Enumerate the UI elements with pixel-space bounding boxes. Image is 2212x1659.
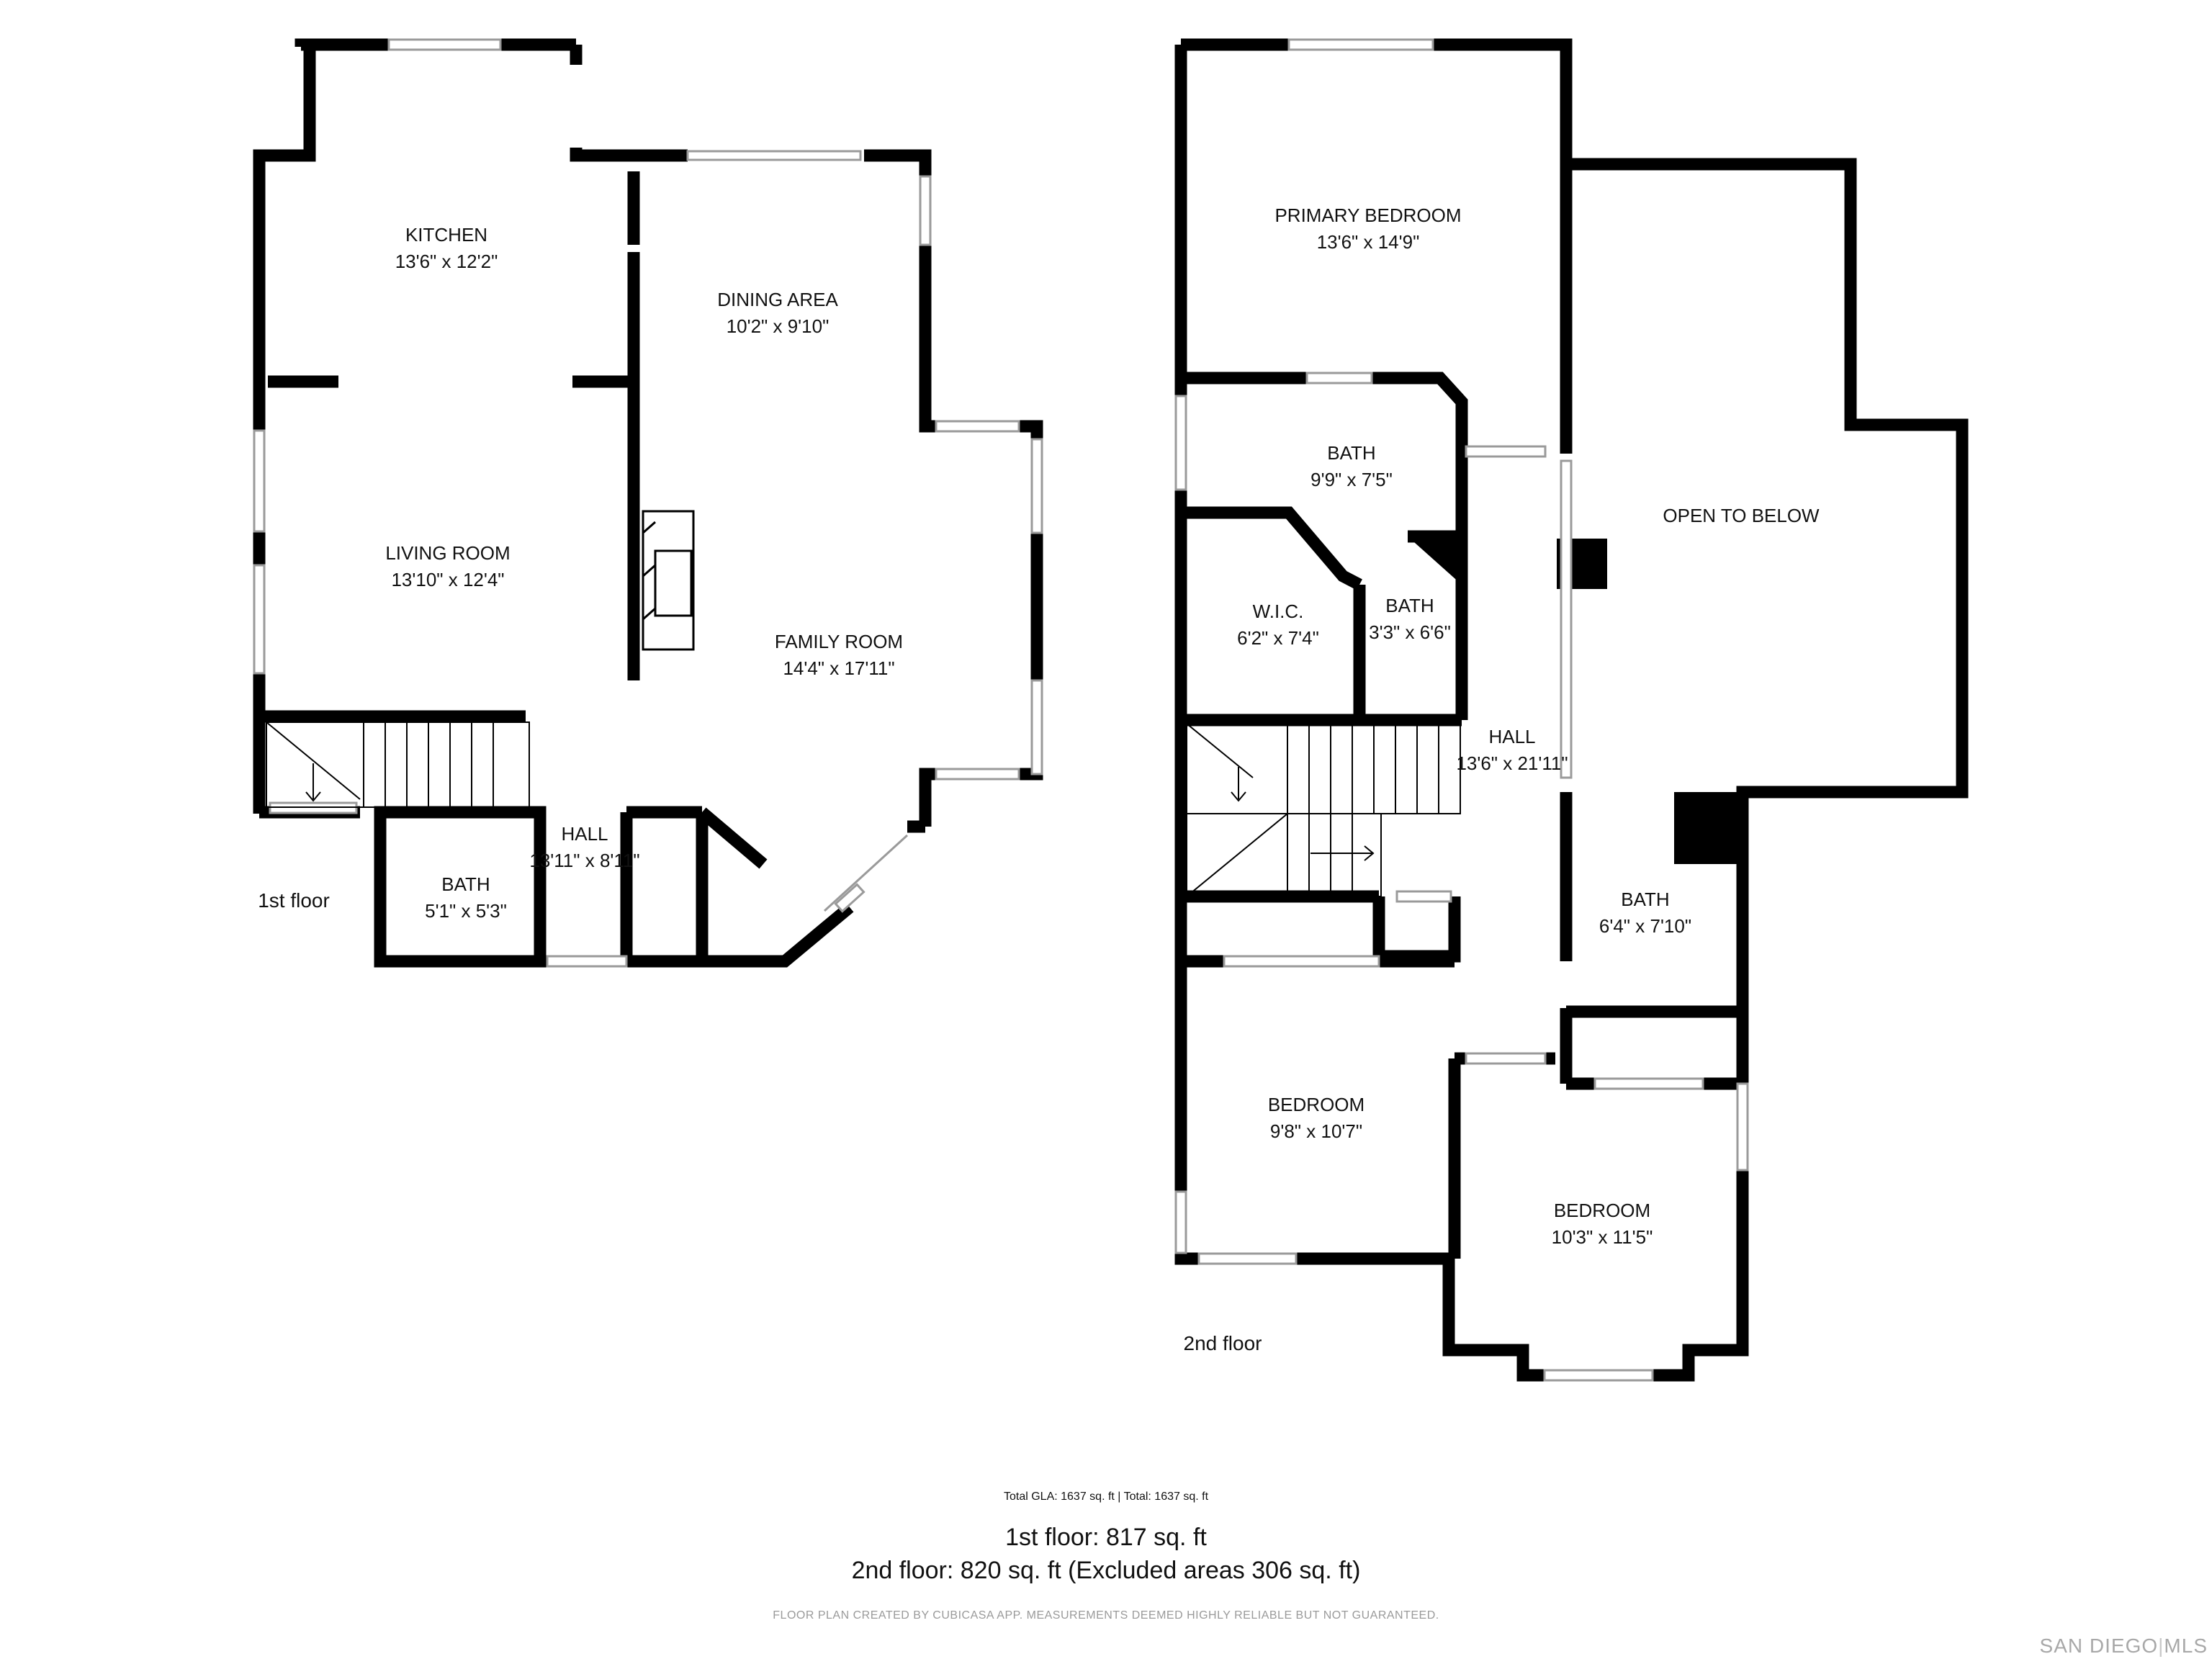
room-dim-bedroom-b: 10'3" x 11'5" bbox=[1552, 1226, 1653, 1248]
fireplace bbox=[642, 510, 695, 651]
brand-left: SAN DIEGO bbox=[2039, 1635, 2159, 1657]
room-name-living-room: LIVING ROOM bbox=[385, 542, 510, 564]
room-dim-primary-bedroom: 13'6" x 14'9" bbox=[1317, 231, 1420, 253]
second-floor-labels: PRIMARY BEDROOM 13'6" x 14'9" BATH 9'9" … bbox=[1184, 204, 1820, 1354]
room-name-kitchen: KITCHEN bbox=[405, 224, 487, 246]
room-name-family-room: FAMILY ROOM bbox=[775, 631, 903, 652]
room-dim-bath-2nd-b: 3'3" x 6'6" bbox=[1369, 621, 1451, 643]
room-dim-bath-2nd-c: 6'4" x 7'10" bbox=[1599, 915, 1691, 937]
room-dim-dining-area: 10'2" x 9'10" bbox=[727, 315, 830, 337]
room-dim-hall-2nd: 13'6" x 21'11" bbox=[1456, 752, 1568, 774]
floor-label-2nd: 2nd floor bbox=[1184, 1332, 1262, 1354]
room-name-open-to-below: OPEN TO BELOW bbox=[1663, 505, 1820, 526]
brand-logo: SAN DIEGO|MLS bbox=[2040, 1635, 2208, 1658]
room-dim-bath-2nd-a: 9'9" x 7'5" bbox=[1310, 469, 1393, 490]
room-name-bedroom-b: BEDROOM bbox=[1554, 1200, 1650, 1221]
room-name-primary-bedroom: PRIMARY BEDROOM bbox=[1274, 204, 1461, 226]
room-name-bath-2nd-b: BATH bbox=[1385, 595, 1434, 616]
brand-separator: | bbox=[2158, 1635, 2164, 1657]
room-name-hall-2nd: HALL bbox=[1488, 726, 1535, 747]
summary-total: Total GLA: 1637 sq. ft | Total: 1637 sq.… bbox=[1003, 1491, 1209, 1503]
brand-right: MLS bbox=[2164, 1635, 2208, 1657]
room-name-bath-2nd-a: BATH bbox=[1327, 442, 1375, 464]
summary-second-floor: 2nd floor: 820 sq. ft (Excluded areas 30… bbox=[851, 1557, 1361, 1584]
disclaimer-text: FLOOR PLAN CREATED BY CUBICASA APP. MEAS… bbox=[773, 1609, 1439, 1622]
second-floor-windows bbox=[1174, 38, 1749, 1382]
room-name-bedroom-a: BEDROOM bbox=[1268, 1094, 1364, 1115]
first-floor-diagonal-window bbox=[823, 834, 909, 913]
room-dim-hall-1st: 13'11" x 8'11" bbox=[529, 850, 639, 871]
room-dim-bedroom-a: 9'8" x 10'7" bbox=[1270, 1120, 1362, 1142]
room-name-bath-2nd-c: BATH bbox=[1621, 889, 1669, 910]
room-dim-living-room: 13'10" x 12'4" bbox=[391, 569, 504, 590]
room-dim-bath-1st: 5'1" x 5'3" bbox=[425, 900, 507, 922]
floor-label-1st: 1st floor bbox=[258, 889, 330, 912]
room-name-wic: W.I.C. bbox=[1253, 601, 1304, 622]
room-dim-wic: 6'2" x 7'4" bbox=[1237, 627, 1319, 649]
room-dim-family-room: 14'4" x 17'11" bbox=[783, 657, 894, 679]
room-name-dining-area: DINING AREA bbox=[717, 289, 838, 310]
first-floor-windows bbox=[253, 38, 1043, 968]
room-dim-kitchen: 13'6" x 12'2" bbox=[395, 251, 498, 272]
second-floor-stairs bbox=[1186, 723, 1461, 897]
summary-first-floor: 1st floor: 817 sq. ft bbox=[1005, 1524, 1207, 1551]
room-name-hall-1st: HALL bbox=[561, 823, 608, 845]
first-floor-stairs bbox=[266, 721, 530, 808]
room-name-bath-1st: BATH bbox=[441, 873, 490, 895]
first-floor-labels: KITCHEN 13'6" x 12'2" DINING AREA 10'2" … bbox=[258, 224, 903, 922]
